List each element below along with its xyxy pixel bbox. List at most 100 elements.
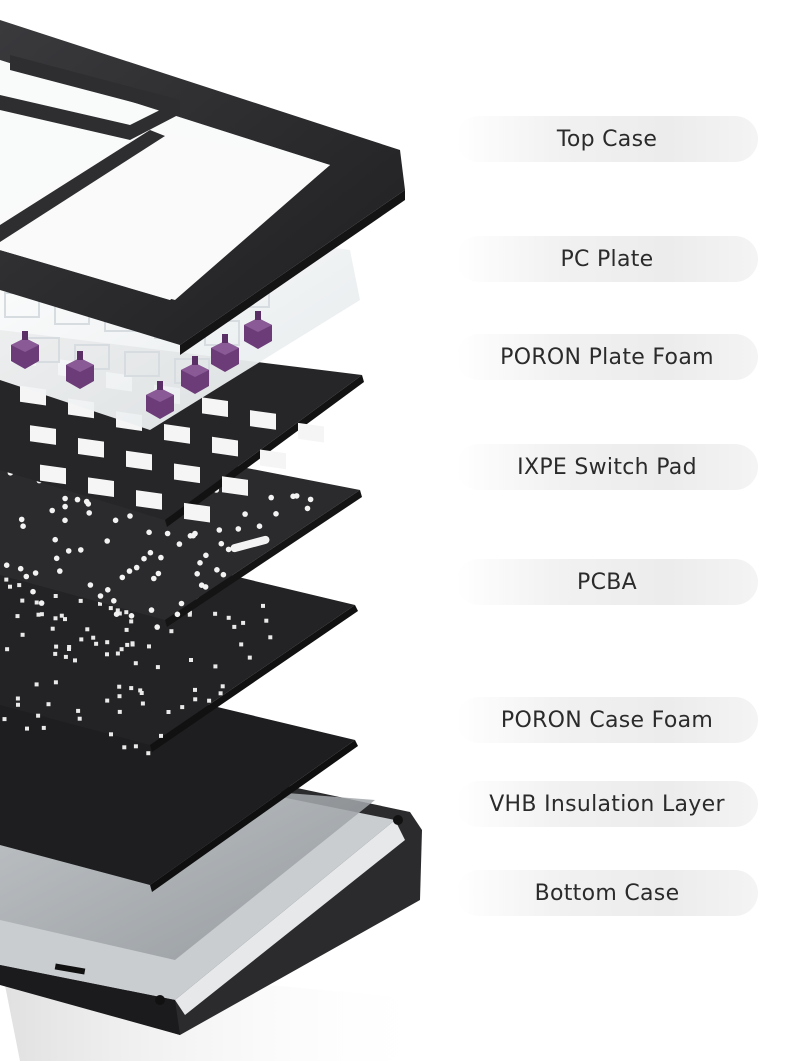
ixpe-hole xyxy=(87,582,94,588)
ixpe-hole xyxy=(128,613,135,619)
label-poron-case-foam-text: PORON Case Foam xyxy=(500,707,714,733)
label-bottom-case: Bottom Case xyxy=(456,870,758,916)
label-ixpe-switch-pad: IXPE Switch Pad xyxy=(456,444,758,490)
label-pc-plate: PC Plate xyxy=(456,236,758,282)
pcb-pad xyxy=(53,651,58,656)
pcb-pad xyxy=(169,629,174,634)
switch xyxy=(11,331,39,369)
pcb-pad xyxy=(50,626,55,631)
label-pc-plate-text: PC Plate xyxy=(560,246,654,272)
pcb-pad xyxy=(105,640,110,645)
ixpe-hole xyxy=(78,547,84,553)
ixpe-hole xyxy=(38,600,45,606)
label-bottom-case-text: Bottom Case xyxy=(534,880,680,906)
pcb-pad xyxy=(53,616,58,621)
ixpe-hole xyxy=(176,541,183,547)
pcb-pad xyxy=(187,612,192,617)
pcb-pad xyxy=(85,627,90,632)
ixpe-hole xyxy=(148,607,155,613)
ixpe-hole xyxy=(158,554,164,561)
pcb-pad xyxy=(115,608,120,613)
label-poron-plate-foam: PORON Plate Foam xyxy=(456,334,758,380)
foam-cutout xyxy=(250,410,276,430)
ixpe-hole xyxy=(154,624,160,630)
switch xyxy=(211,334,239,372)
pcb-pad xyxy=(207,698,212,703)
label-pcba-text: PCBA xyxy=(577,569,637,595)
ixpe-hole xyxy=(105,587,111,593)
pcb-pad xyxy=(76,708,81,713)
ixpe-hole xyxy=(127,513,133,519)
ixpe-hole xyxy=(202,584,209,590)
pcb-pad xyxy=(41,725,46,730)
pcb-pad xyxy=(53,680,58,685)
pcb-pad xyxy=(15,614,20,619)
pcb-pad xyxy=(139,691,144,695)
foam-cutout xyxy=(184,502,210,523)
label-top-case-text: Top Case xyxy=(556,126,658,152)
ixpe-hole xyxy=(220,571,227,578)
ixpe-hole xyxy=(133,564,140,571)
ixpe-hole xyxy=(155,570,162,577)
pcb-pad xyxy=(226,615,231,620)
ixpe-hole xyxy=(62,517,68,524)
pcb-pad xyxy=(20,598,25,603)
ixpe-hole xyxy=(62,503,68,510)
pcb-pad xyxy=(117,709,122,714)
pcb-pad xyxy=(77,716,82,721)
switch xyxy=(181,356,209,394)
pcb-pad xyxy=(63,654,68,659)
ixpe-hole xyxy=(164,530,171,537)
ixpe-hole xyxy=(194,571,200,577)
pcb-pad xyxy=(155,665,160,670)
pcb-pad xyxy=(46,702,51,707)
ixpe-hole xyxy=(174,611,181,618)
pcb-pad xyxy=(109,732,113,737)
pcb-pad xyxy=(213,664,218,669)
ixpe-hole xyxy=(104,538,110,544)
pcb-pad xyxy=(36,612,41,617)
pcb-pad xyxy=(261,603,265,608)
pcb-pad xyxy=(39,612,44,617)
pcb-pad xyxy=(220,684,225,689)
pcb-pad xyxy=(247,655,252,660)
pcb-pad xyxy=(130,641,135,646)
foam-cutout xyxy=(202,397,228,418)
pcb-pad xyxy=(108,606,113,611)
pcb-pad xyxy=(117,611,122,616)
ixpe-hole xyxy=(256,523,263,529)
pcb-pad xyxy=(36,713,41,718)
ixpe-hole xyxy=(113,611,120,617)
ixpe-hole xyxy=(197,560,203,566)
label-ixpe-switch-pad-text: IXPE Switch Pad xyxy=(517,454,697,480)
pcb-pad xyxy=(105,698,110,703)
ixpe-hole xyxy=(141,555,147,562)
foam-cutout xyxy=(88,477,114,498)
pcb-pad xyxy=(67,645,72,649)
pcb-pad xyxy=(125,642,130,647)
ixpe-hole xyxy=(119,574,126,581)
ixpe-hole xyxy=(242,511,248,517)
pcb-pad xyxy=(91,635,96,640)
pcb-pad xyxy=(34,600,39,605)
ixpe-hole xyxy=(151,575,157,582)
pcb-pad xyxy=(4,577,9,582)
foam-cutout xyxy=(298,422,324,443)
ixpe-hole xyxy=(235,526,242,532)
pcb-pad xyxy=(180,705,185,710)
pcb-pad xyxy=(140,701,145,706)
ixpe-hole xyxy=(62,495,68,502)
pcb-pad xyxy=(189,658,193,662)
pcb-pad xyxy=(59,613,64,618)
ixpe-hole xyxy=(216,527,223,533)
ixpe-hole xyxy=(30,588,36,595)
ixpe-hole xyxy=(74,496,81,503)
pcb-pad xyxy=(5,647,10,652)
ixpe-hole xyxy=(268,494,275,501)
pcb-pad xyxy=(218,691,223,696)
pcb-pad xyxy=(78,598,83,603)
foam-cutout xyxy=(126,450,152,471)
ixpe-hole xyxy=(214,567,220,573)
ixpe-hole xyxy=(147,549,154,556)
ixpe-hole xyxy=(225,546,232,553)
